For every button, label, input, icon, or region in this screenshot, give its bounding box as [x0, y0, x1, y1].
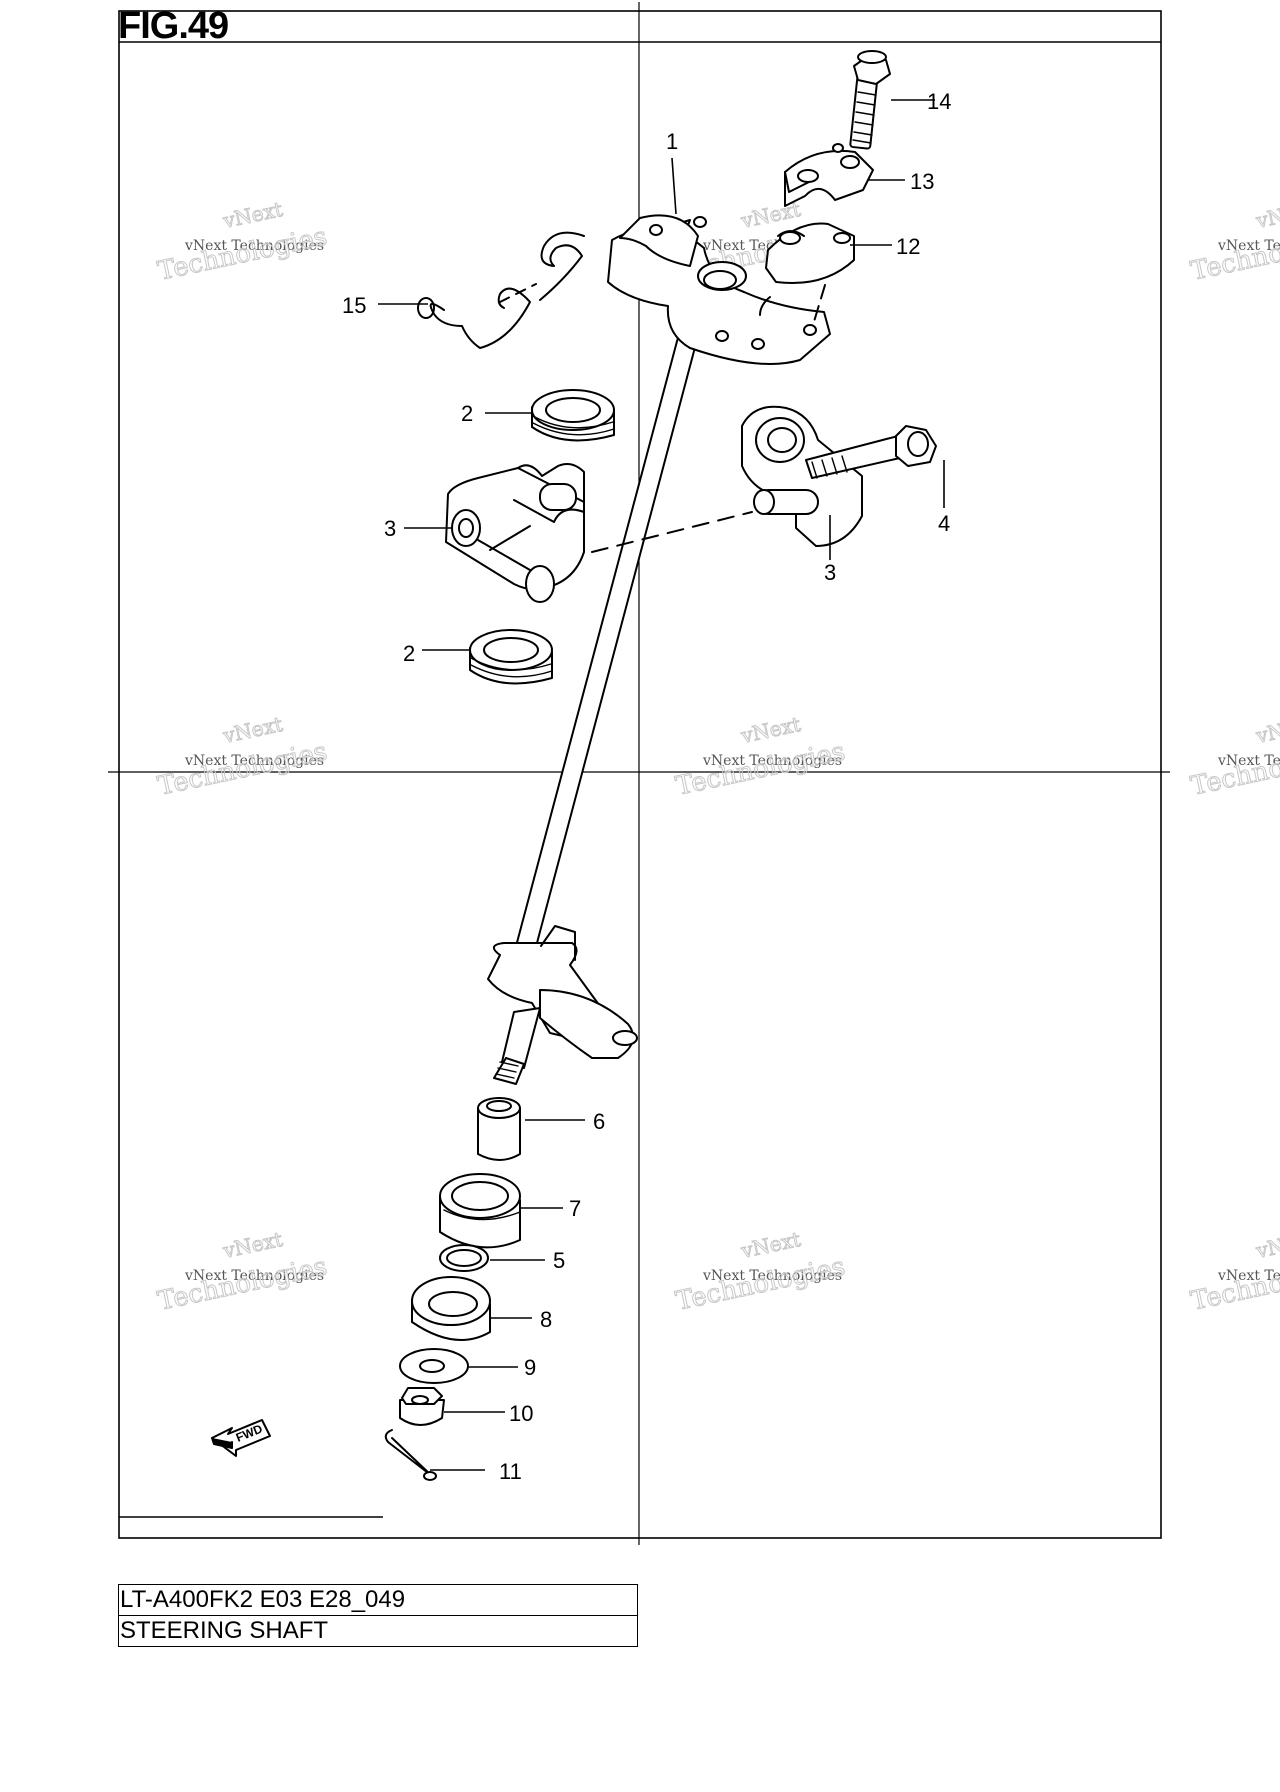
watermarks: vNext vNext Technologies Technologies vN…: [155, 196, 1280, 1317]
watermark-line1: vNext: [220, 712, 285, 748]
watermark: vNext vNext Technologies Technologies: [673, 1226, 849, 1317]
callout-11: 11: [499, 1459, 522, 1484]
watermark-line1: vNext: [738, 712, 803, 748]
part-13-upper-holder: [784, 143, 874, 207]
callout-7: 7: [569, 1196, 581, 1221]
watermark: vNext vNext Technologies Technologies: [1188, 711, 1280, 802]
watermark-line3: Technologies: [673, 1252, 848, 1317]
callout-13: 13: [910, 169, 934, 194]
watermark-line2: vNext Technologies: [1217, 1268, 1280, 1284]
part-5-o-ring: [439, 1244, 489, 1272]
callout-5: 5: [553, 1248, 565, 1273]
callout-2-lower: 2: [403, 641, 415, 666]
callout-3-left: 3: [384, 516, 396, 541]
watermark-line2: vNext Technologies: [1217, 753, 1280, 769]
watermark-line3: Technologies: [155, 222, 330, 287]
leader-dashed: [591, 511, 753, 553]
section-name: STEERING SHAFT: [120, 1617, 329, 1644]
callout-6: 6: [593, 1109, 605, 1134]
part-3-left-holder: [445, 463, 585, 603]
model-code-box: LT-A400FK2 E03 E28_049: [118, 1584, 638, 1616]
part-9-washer: [399, 1348, 469, 1384]
watermark-line2: vNext Technologies: [1217, 238, 1280, 254]
watermark-line1: vNext: [1253, 197, 1280, 233]
part-11-cotter-pin: [384, 1429, 437, 1481]
part-2-lower-bush: [469, 629, 553, 685]
watermark-line2: vNext Technologies: [702, 753, 842, 769]
diagram-frame: [118, 10, 1162, 1539]
watermark-line3: Technologies: [1188, 222, 1280, 287]
watermark: vNext vNext Technologies Technologies: [673, 711, 849, 802]
fwd-arrow: [211, 1419, 271, 1457]
part-15-clip: [417, 231, 585, 349]
watermark-line1: vNext: [1253, 712, 1280, 748]
watermark: vNext vNext Technologies Technologies: [1188, 1226, 1280, 1317]
callout-2-upper: 2: [461, 401, 473, 426]
watermark: vNext vNext Technologies Technologies: [155, 1226, 331, 1317]
watermark-line2: vNext Technologies: [702, 1268, 842, 1284]
watermark-line1: vNext: [220, 1227, 285, 1263]
watermark: vNext vNext Technologies Technologies: [155, 196, 331, 287]
callout-15: 15: [342, 293, 366, 318]
watermark-line2: vNext Technologies: [184, 1268, 324, 1284]
watermark: vNext vNext Technologies Technologies: [155, 711, 331, 802]
callout-9: 9: [524, 1355, 536, 1380]
part-3-right-holder: [741, 405, 863, 547]
callout-8: 8: [540, 1307, 552, 1332]
part-4-bolt: [805, 425, 937, 479]
watermark-line1: vNext: [738, 1227, 803, 1263]
watermark-line3: Technologies: [155, 737, 330, 802]
part-2-upper-bush: [531, 389, 615, 442]
callout-3-right: 3: [824, 560, 836, 585]
watermark-line3: Technologies: [1188, 737, 1280, 802]
part-6-collar: [477, 1097, 521, 1161]
part-8-bearing: [411, 1276, 491, 1341]
callout-4: 4: [938, 511, 950, 536]
watermark-line1: vNext: [220, 197, 285, 233]
callout-14: 14: [927, 89, 951, 114]
part-10-nut: [399, 1387, 445, 1426]
part-1-steering-shaft: [487, 214, 831, 1085]
part-14-bolt: [849, 50, 891, 150]
callout-1: 1: [666, 129, 678, 154]
watermark-line2: vNext Technologies: [184, 753, 324, 769]
watermark-line3: Technologies: [155, 1252, 330, 1317]
model-code: LT-A400FK2 E03 E28_049: [120, 1586, 406, 1613]
watermark-line3: Technologies: [673, 737, 848, 802]
watermark-line3: Technologies: [1188, 1252, 1280, 1317]
leader-lines: [378, 99, 945, 1471]
callout-12: 12: [896, 234, 920, 259]
part-12-lower-holder: [765, 222, 855, 285]
watermark-line2: vNext Technologies: [184, 238, 324, 254]
section-name-box: STEERING SHAFT: [118, 1615, 638, 1647]
callout-10: 10: [509, 1401, 533, 1426]
part-7-seal: [439, 1173, 521, 1249]
figure-title: FIG.49: [118, 5, 229, 47]
watermark: vNext vNext Technologies Technologies: [1188, 196, 1280, 287]
watermark-line1: vNext: [1253, 1227, 1280, 1263]
